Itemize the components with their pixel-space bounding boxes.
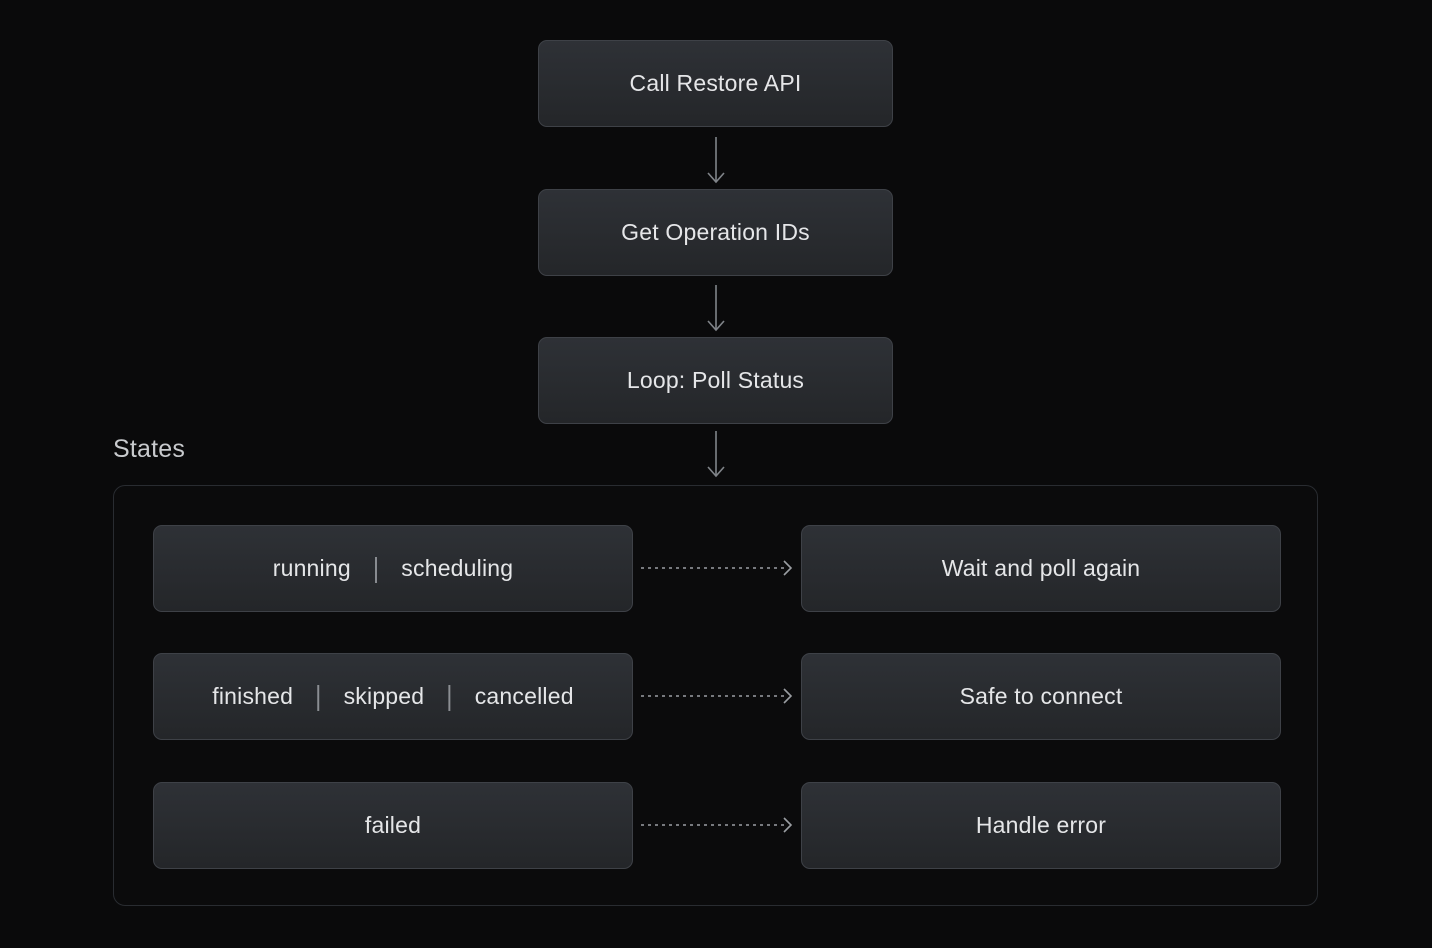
states-container: running | scheduling Wait and poll again… xyxy=(113,485,1318,906)
state-label: scheduling xyxy=(401,555,514,581)
action-label: Safe to connect xyxy=(959,683,1123,709)
state-label: running xyxy=(272,555,351,581)
state-separator: | xyxy=(315,680,322,712)
arrow-down-icon xyxy=(707,431,725,478)
state-label: cancelled xyxy=(474,683,574,709)
dashed-arrow-right-icon xyxy=(641,817,793,833)
flow-node-call-restore-api: Call Restore API xyxy=(538,40,893,127)
state-node-failed: failed xyxy=(153,782,633,869)
state-node-running-scheduling: running | scheduling xyxy=(153,525,633,612)
flow-node-loop-poll-status: Loop: Poll Status xyxy=(538,337,893,424)
state-label: failed xyxy=(364,812,422,838)
action-node-wait-and-poll-again: Wait and poll again xyxy=(801,525,1281,612)
state-separator: | xyxy=(446,680,453,712)
flow-node-label: Call Restore API xyxy=(629,70,802,96)
state-separator: | xyxy=(372,552,380,584)
state-label: skipped xyxy=(343,683,425,709)
state-node-finished-skipped-cancelled: finished | skipped | cancelled xyxy=(153,653,633,740)
dashed-arrow-right-icon xyxy=(641,688,793,704)
action-label: Wait and poll again xyxy=(941,555,1141,581)
action-label: Handle error xyxy=(975,812,1107,838)
action-node-handle-error: Handle error xyxy=(801,782,1281,869)
state-label: finished xyxy=(212,683,294,709)
states-section-title: States xyxy=(113,435,186,463)
flow-node-label: Get Operation IDs xyxy=(621,219,810,245)
arrow-down-icon xyxy=(707,285,725,332)
arrow-down-icon xyxy=(707,137,725,184)
flow-node-get-operation-ids: Get Operation IDs xyxy=(538,189,893,276)
dashed-arrow-right-icon xyxy=(641,560,793,576)
flow-node-label: Loop: Poll Status xyxy=(626,367,805,393)
action-node-safe-to-connect: Safe to connect xyxy=(801,653,1281,740)
